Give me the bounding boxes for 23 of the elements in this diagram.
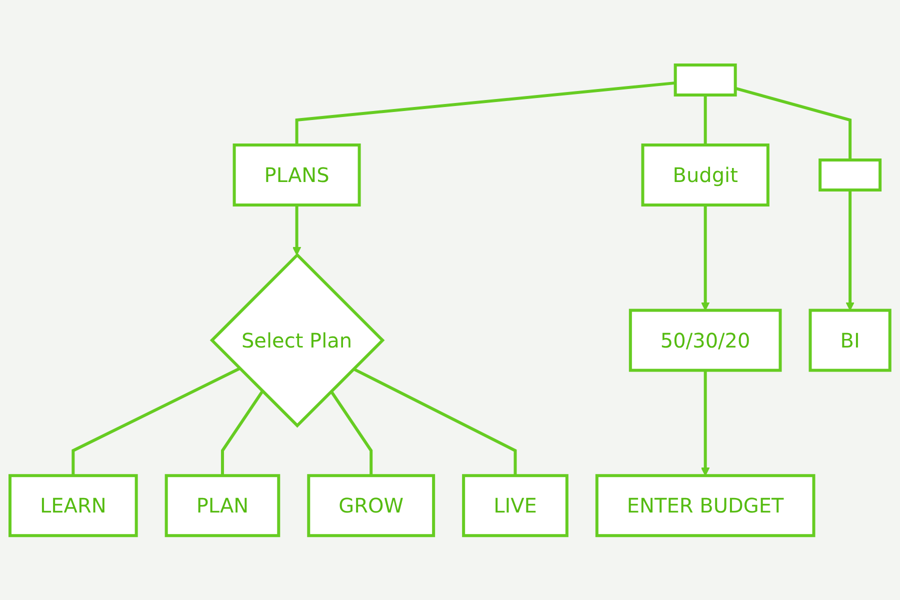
node-diamond: Select Plan	[210, 252, 385, 428]
node-box	[818, 158, 882, 192]
node-box: LIVE	[462, 474, 568, 537]
arrow	[846, 190, 855, 310]
node-box: PLAN	[164, 474, 280, 537]
connector	[295, 81, 676, 145]
node-box: 50/30/20	[628, 308, 782, 372]
connector	[735, 86, 852, 160]
connector	[352, 367, 517, 476]
node-box: GROW	[307, 474, 436, 537]
arrow	[701, 370, 710, 476]
node-box: PLANS	[232, 143, 361, 206]
connector	[72, 366, 240, 476]
connector	[704, 94, 707, 145]
node-box: Budgit	[641, 143, 770, 206]
arrow	[292, 204, 302, 256]
connector	[330, 390, 373, 476]
node-box: BI	[808, 308, 892, 372]
node-box	[674, 63, 737, 96]
arrow	[701, 204, 710, 310]
node-box: LEARN	[8, 474, 138, 537]
node-box: ENTER BUDGET	[595, 474, 816, 537]
connector	[221, 390, 264, 476]
